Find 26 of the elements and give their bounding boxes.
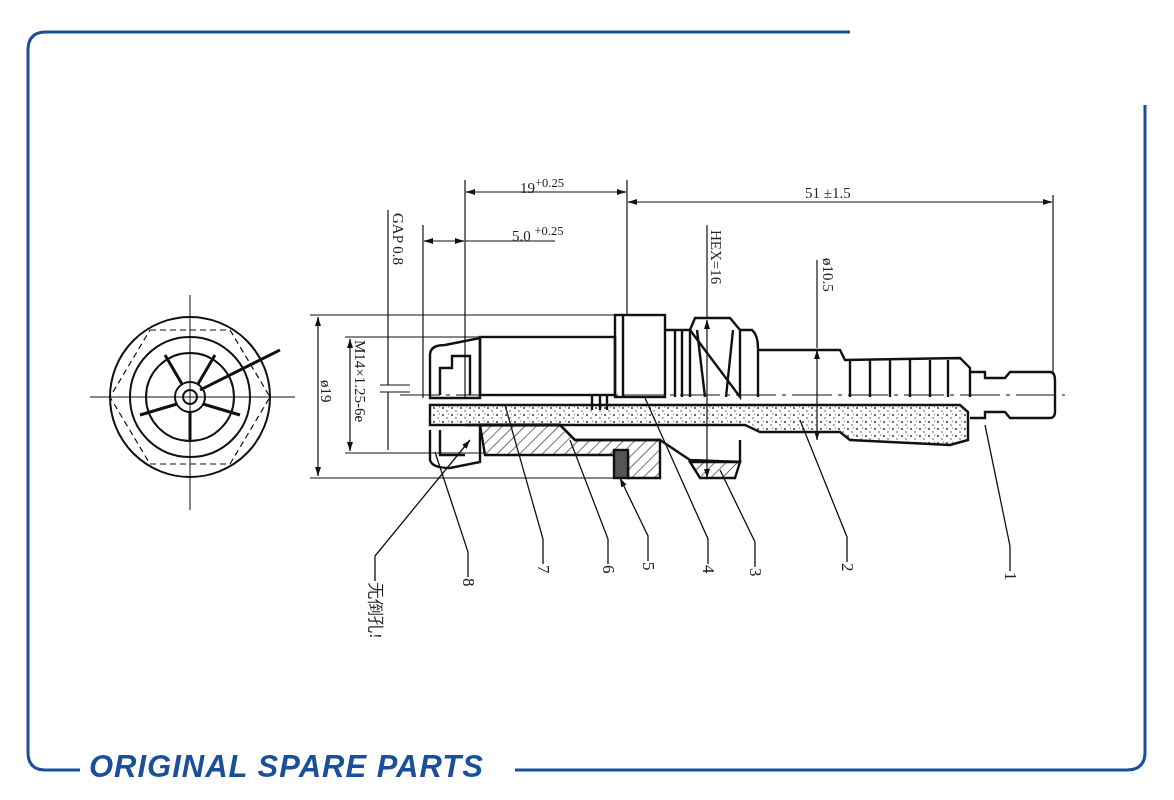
callout-number: 3 bbox=[747, 568, 763, 577]
leader-line bbox=[799, 419, 848, 563]
leader-line bbox=[374, 439, 471, 582]
dimension-label: HEX=16 bbox=[708, 230, 724, 285]
leader-line bbox=[719, 469, 756, 568]
leader-line bbox=[434, 451, 469, 578]
callout-number: 2 bbox=[839, 563, 855, 572]
callout-number: 7 bbox=[535, 565, 551, 574]
leader-line bbox=[644, 397, 709, 565]
dimension-label: 19$^{+0.25}$ bbox=[520, 175, 564, 196]
callout-number: 6 bbox=[600, 565, 616, 574]
dimension-label: ø19 bbox=[318, 380, 334, 403]
dimension-label: 51 ±1.5 bbox=[805, 185, 851, 201]
callout-number: 8 bbox=[460, 578, 476, 587]
callout-number: 4 bbox=[700, 565, 716, 574]
leader-line bbox=[984, 424, 1011, 572]
callout-number: 无倒孔! bbox=[367, 582, 383, 639]
dimension-label: ø10.5 bbox=[820, 258, 836, 292]
dimension-label: GAP 0.8 bbox=[390, 213, 406, 265]
leader-line bbox=[569, 439, 609, 565]
callout-number: 1 bbox=[1002, 572, 1018, 581]
leader-line bbox=[504, 404, 544, 565]
callout-number: 5 bbox=[640, 562, 656, 571]
dimension-label: 5.0 $^{+0.25}$ bbox=[512, 223, 564, 244]
dimension-label: M14×1.25-6e bbox=[352, 340, 368, 423]
leader-line bbox=[619, 477, 649, 562]
